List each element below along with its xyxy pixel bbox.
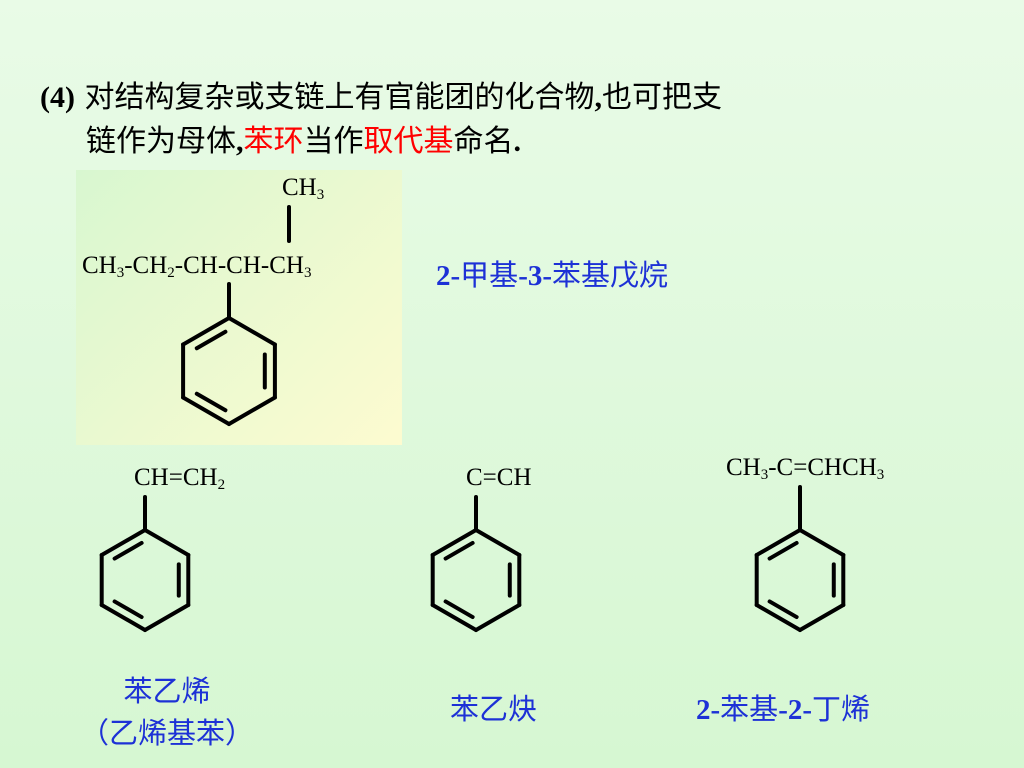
example3-formula: C=CH xyxy=(466,464,532,492)
ring-double-bond xyxy=(112,540,144,561)
formula-text: -CH xyxy=(124,252,168,279)
name-text: 甲基 xyxy=(460,258,519,292)
example1-main-chain: CH3-CH2-CH-CH-CH3 xyxy=(82,252,311,282)
example3-name: 苯乙炔 xyxy=(450,686,537,728)
example1-panel xyxy=(76,170,402,445)
name-locant: -2- xyxy=(778,694,813,726)
ring-double-bond xyxy=(194,329,228,351)
formula-subscript: 3 xyxy=(760,467,769,483)
intro-line-1: (4) 对结构复杂或支链上有官能团的化合物,也可把支 xyxy=(40,76,980,120)
intro-period: . xyxy=(513,125,522,158)
ring-bond xyxy=(99,603,147,632)
ring-bond xyxy=(143,603,191,632)
ring-bond xyxy=(143,528,191,557)
intro-text: 当作 xyxy=(303,124,364,159)
name-text-alt: （乙烯基苯） xyxy=(79,716,254,750)
intro-comma: , xyxy=(594,81,603,114)
example1-name: 2-甲基-3-苯基戊烷 xyxy=(436,252,668,294)
ring-double-bond xyxy=(767,540,799,561)
ring-double-bond xyxy=(443,599,475,620)
name-text: 丁烯 xyxy=(812,692,871,726)
benzene-ring-2 xyxy=(99,528,191,632)
benzene-ring-4 xyxy=(754,528,846,632)
formula-text: C=CH xyxy=(466,464,532,491)
ring-double-bond xyxy=(194,391,228,413)
name-text: 苯乙烯 xyxy=(123,674,211,708)
formula-subscript: 3 xyxy=(116,265,125,281)
formula-text: CH xyxy=(726,454,761,481)
ring-bond xyxy=(798,528,846,557)
ring-bond xyxy=(474,603,522,632)
intro-text: 也可把支 xyxy=(602,80,723,115)
example2-formula: CH=CH2 xyxy=(134,464,225,494)
intro-text: 对结构复杂或支链上有官能团的化合物 xyxy=(74,80,595,115)
highlight-substituent: 取代基 xyxy=(363,124,454,159)
example1-top-methyl: CH3 xyxy=(282,174,324,204)
formula-text: CH xyxy=(282,174,317,201)
formula-subscript: 2 xyxy=(167,265,175,281)
ring-bond xyxy=(99,528,147,557)
name-text: 苯基戊烷 xyxy=(552,258,669,292)
ring-bond xyxy=(227,395,277,426)
example2-name: 苯乙烯 （乙烯基苯） xyxy=(62,668,272,752)
formula-text: CH xyxy=(82,252,117,279)
formula-subscript: 3 xyxy=(876,467,885,483)
ring-bond xyxy=(181,395,231,426)
name-locant: 2- xyxy=(696,694,721,726)
formula-subscript: 2 xyxy=(217,477,226,493)
name-locant: 2- xyxy=(436,260,461,292)
ring-bond xyxy=(430,603,478,632)
ring-bond xyxy=(754,528,802,557)
example4-name: 2-苯基-2-丁烯 xyxy=(696,686,870,728)
name-text: 苯基 xyxy=(720,692,779,726)
formula-text: -C=CHCH xyxy=(768,454,877,481)
formula-text: -CH-CH-CH xyxy=(174,252,304,279)
ring-bond xyxy=(181,316,231,347)
intro-line-2: 链作为母体,苯环当作取代基命名. xyxy=(40,120,980,164)
benzene-ring-1 xyxy=(181,316,277,426)
formula-text: CH=CH xyxy=(134,464,218,491)
ring-bond xyxy=(430,528,478,557)
name-locant: -3- xyxy=(518,260,553,292)
section-number: (4) xyxy=(40,81,75,114)
ring-double-bond xyxy=(443,540,475,561)
ring-bond xyxy=(754,603,802,632)
ring-bond xyxy=(474,528,522,557)
highlight-benzene-ring: 苯环 xyxy=(243,124,304,159)
intro-text: 链作为母体 xyxy=(86,124,236,159)
ring-double-bond xyxy=(767,599,799,620)
intro-text: 命名 xyxy=(453,124,514,159)
ring-bond xyxy=(798,603,846,632)
ring-bond xyxy=(227,316,277,347)
ring-double-bond xyxy=(112,599,144,620)
name-text: 苯乙炔 xyxy=(450,692,538,726)
example4-formula: CH3-C=CHCH3 xyxy=(726,454,884,484)
intro-paragraph: (4) 对结构复杂或支链上有官能团的化合物,也可把支 链作为母体,苯环当作取代基… xyxy=(40,76,980,164)
formula-subscript: 3 xyxy=(316,187,325,203)
formula-subscript: 3 xyxy=(303,265,312,281)
intro-comma: , xyxy=(236,125,244,158)
benzene-ring-3 xyxy=(430,528,522,632)
